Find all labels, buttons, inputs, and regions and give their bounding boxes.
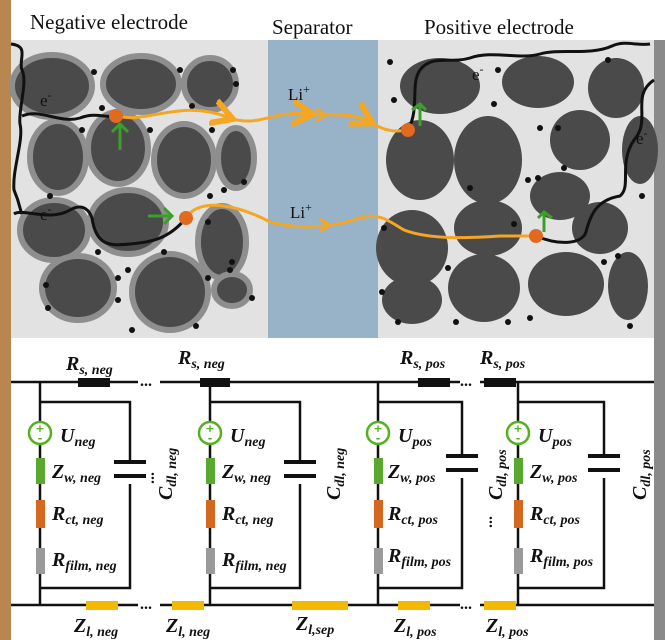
negative-current-collector bbox=[0, 0, 11, 640]
rfilm-neg-label-2: Rfilm, neg bbox=[221, 549, 287, 574]
zw-neg-label-1: Zw, neg bbox=[51, 461, 101, 486]
u-pos-label-1: Upos bbox=[398, 425, 432, 450]
rs-neg-label-1: Rs, neg bbox=[65, 353, 113, 378]
positive-electrode-label: Positive electrode bbox=[424, 15, 574, 39]
svg-text:+: + bbox=[205, 422, 214, 435]
electron-label-3: e- bbox=[472, 62, 484, 84]
separator-label: Separator bbox=[272, 15, 352, 39]
zw-pos-label-2: Zw, pos bbox=[529, 461, 578, 486]
svg-text:...: ... bbox=[460, 373, 472, 390]
electron-label-1: e- bbox=[40, 88, 52, 110]
svg-text:-: - bbox=[516, 432, 521, 445]
svg-text:+: + bbox=[373, 422, 382, 435]
u-neg-label-2: Uneg bbox=[230, 425, 265, 450]
svg-text:...: ... bbox=[140, 596, 152, 613]
cdl-neg-label-1: Cdl, neg bbox=[155, 448, 180, 500]
cdl-neg-label-2: Cdl, neg bbox=[323, 448, 348, 500]
electron-label-4: e- bbox=[636, 126, 648, 148]
rct-neg-label-1: Rct, neg bbox=[51, 503, 103, 528]
rs-pos-label-2: Rs, pos bbox=[479, 347, 526, 372]
svg-text:-: - bbox=[208, 432, 213, 445]
rfilm-pos-label-2: Rfilm, pos bbox=[529, 545, 594, 570]
rfilm-pos-label-1: Rfilm, pos bbox=[387, 545, 452, 570]
negative-additive-dots bbox=[43, 67, 255, 333]
li-ion-path-lower bbox=[184, 203, 536, 240]
negative-particles bbox=[9, 52, 257, 333]
double-layer-capacitors bbox=[114, 454, 620, 478]
rct-pos-label-2: Rct, pos bbox=[529, 503, 580, 528]
rct-neg-label-2: Rct, neg bbox=[221, 503, 273, 528]
zl-pos-label-1: Zl, pos bbox=[393, 615, 437, 640]
intercalation-arrows bbox=[110, 102, 553, 232]
li-ion-arrow-upper bbox=[315, 107, 329, 123]
electron-label-2: e- bbox=[40, 202, 52, 224]
ellipsis-marks: ... ... ... ... ... ... bbox=[140, 373, 496, 613]
zl-pos-label-2: Zl, pos bbox=[485, 615, 529, 640]
zl-neg-label-1: Zl, neg bbox=[73, 615, 118, 640]
voltage-sources: +- +- +- +- bbox=[27, 420, 531, 446]
svg-text:...: ... bbox=[141, 472, 158, 484]
rs-pos-label-1: Rs, pos bbox=[399, 347, 446, 372]
svg-text:...: ... bbox=[140, 373, 152, 390]
zw-neg-label-2: Zw, neg bbox=[221, 461, 271, 486]
rs-neg-label-2: Rs, neg bbox=[177, 347, 225, 372]
series-resistors bbox=[78, 378, 516, 387]
rfilm-neg-label-1: Rfilm, neg bbox=[51, 549, 117, 574]
u-pos-label-2: Upos bbox=[538, 425, 572, 450]
svg-text:-: - bbox=[38, 432, 43, 445]
li-ion-arrow-lower bbox=[319, 217, 333, 233]
positive-current-collector bbox=[654, 40, 665, 640]
cdl-pos-label-2: Cdl, pos bbox=[629, 449, 654, 500]
positive-additive-dots bbox=[379, 57, 645, 329]
electron-paths bbox=[10, 41, 655, 247]
separator-region bbox=[268, 40, 378, 338]
negative-electrode-label: Negative electrode bbox=[30, 10, 188, 34]
warburg-elements bbox=[36, 458, 523, 484]
svg-text:-: - bbox=[376, 432, 381, 445]
zl-sep-label: Zl,sep bbox=[295, 613, 334, 638]
zl-neg-label-2: Zl, neg bbox=[165, 615, 210, 640]
svg-text:+: + bbox=[35, 422, 44, 435]
charge-transfer-resistors bbox=[36, 500, 523, 528]
positive-particles bbox=[376, 56, 658, 324]
li-ion-label-upper: Li+ bbox=[288, 82, 310, 104]
u-neg-label-1: Uneg bbox=[60, 425, 95, 450]
film-resistors bbox=[36, 548, 523, 574]
li-ion-label-lower: Li+ bbox=[290, 200, 312, 222]
svg-text:+: + bbox=[513, 422, 522, 435]
svg-text:...: ... bbox=[479, 516, 496, 528]
rct-pos-label-1: Rct, pos bbox=[387, 503, 438, 528]
reaction-sites bbox=[109, 109, 543, 243]
cdl-pos-label-1: Cdl, pos bbox=[485, 449, 510, 500]
zw-pos-label-1: Zw, pos bbox=[387, 461, 436, 486]
svg-text:...: ... bbox=[460, 596, 472, 613]
electrolyte-resistors bbox=[86, 601, 516, 610]
li-ion-path-upper bbox=[115, 110, 409, 133]
